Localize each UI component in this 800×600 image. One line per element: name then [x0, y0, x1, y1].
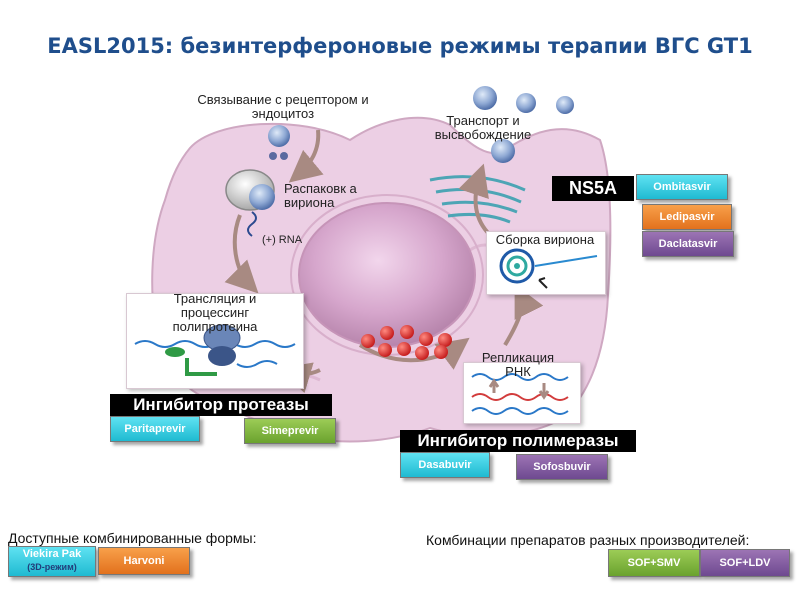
sofosbuvir-badge: Sofosbuvir: [516, 454, 608, 480]
ombitasvir-badge: Ombitasvir: [636, 174, 728, 200]
simeprevir-badge: Simeprevir: [244, 418, 336, 444]
translation-label: Трансляция и процессинг полипротеина: [172, 291, 258, 334]
page-title: EASL2015: безинтерфероновые режимы терап…: [47, 34, 753, 58]
viekira-pak-sublabel: (3D-режим): [27, 562, 77, 572]
rna-label: (+) RNA: [262, 234, 303, 246]
dasabuvir-badge: Dasabuvir: [400, 452, 490, 478]
rna-strand: [247, 211, 257, 237]
daclatasvir-badge: Daclatasvir: [642, 231, 734, 257]
protease-inhibitor-label: Ингибитор протеазы: [110, 394, 332, 416]
sof-ldv-badge: SOF+LDV: [700, 549, 790, 577]
paritaprevir-badge: Paritaprevir: [110, 416, 200, 442]
assembly-label: Сборка вириона: [495, 232, 595, 247]
replication-complexes: [361, 325, 452, 360]
viekira-pak-label: Viekira Pak: [22, 548, 82, 560]
binding-label: Связывание с рецептором и эндоцитоз: [197, 92, 369, 121]
ns5a-target-label: NS5A: [552, 176, 634, 201]
lifecycle-arrows: [224, 129, 544, 394]
golgi-apparatus: [429, 175, 526, 224]
assembly-icon: [499, 248, 598, 289]
multi-maker-combos-header: Комбинации препаратов разных производите…: [426, 532, 750, 548]
ledipasvir-badge: Ledipasvir: [642, 204, 732, 230]
translation-panel: [126, 293, 304, 389]
rna-replication-icon: [471, 373, 569, 415]
replication-panel: [463, 362, 581, 424]
virion-particles: [268, 86, 574, 163]
fixed-combos-header: Доступные комбинированные формы:: [8, 530, 257, 546]
replication-label: Репликация РНК: [481, 350, 555, 379]
uncoating-label: Распаковк а вириона: [284, 181, 357, 210]
viekira-pak-badge: Viekira Pak (3D-режим): [8, 546, 96, 577]
polymerase-inhibitor-label: Ингибитор полимеразы: [400, 430, 636, 452]
assembly-panel: [486, 231, 606, 295]
harvoni-badge: Harvoni: [98, 547, 190, 575]
sof-smv-badge: SOF+SMV: [608, 549, 700, 577]
release-label: Транспорт и высвобождение: [434, 113, 532, 142]
nucleus: [298, 202, 476, 348]
endosome: [225, 169, 275, 211]
ribosome-icon: [134, 324, 296, 376]
